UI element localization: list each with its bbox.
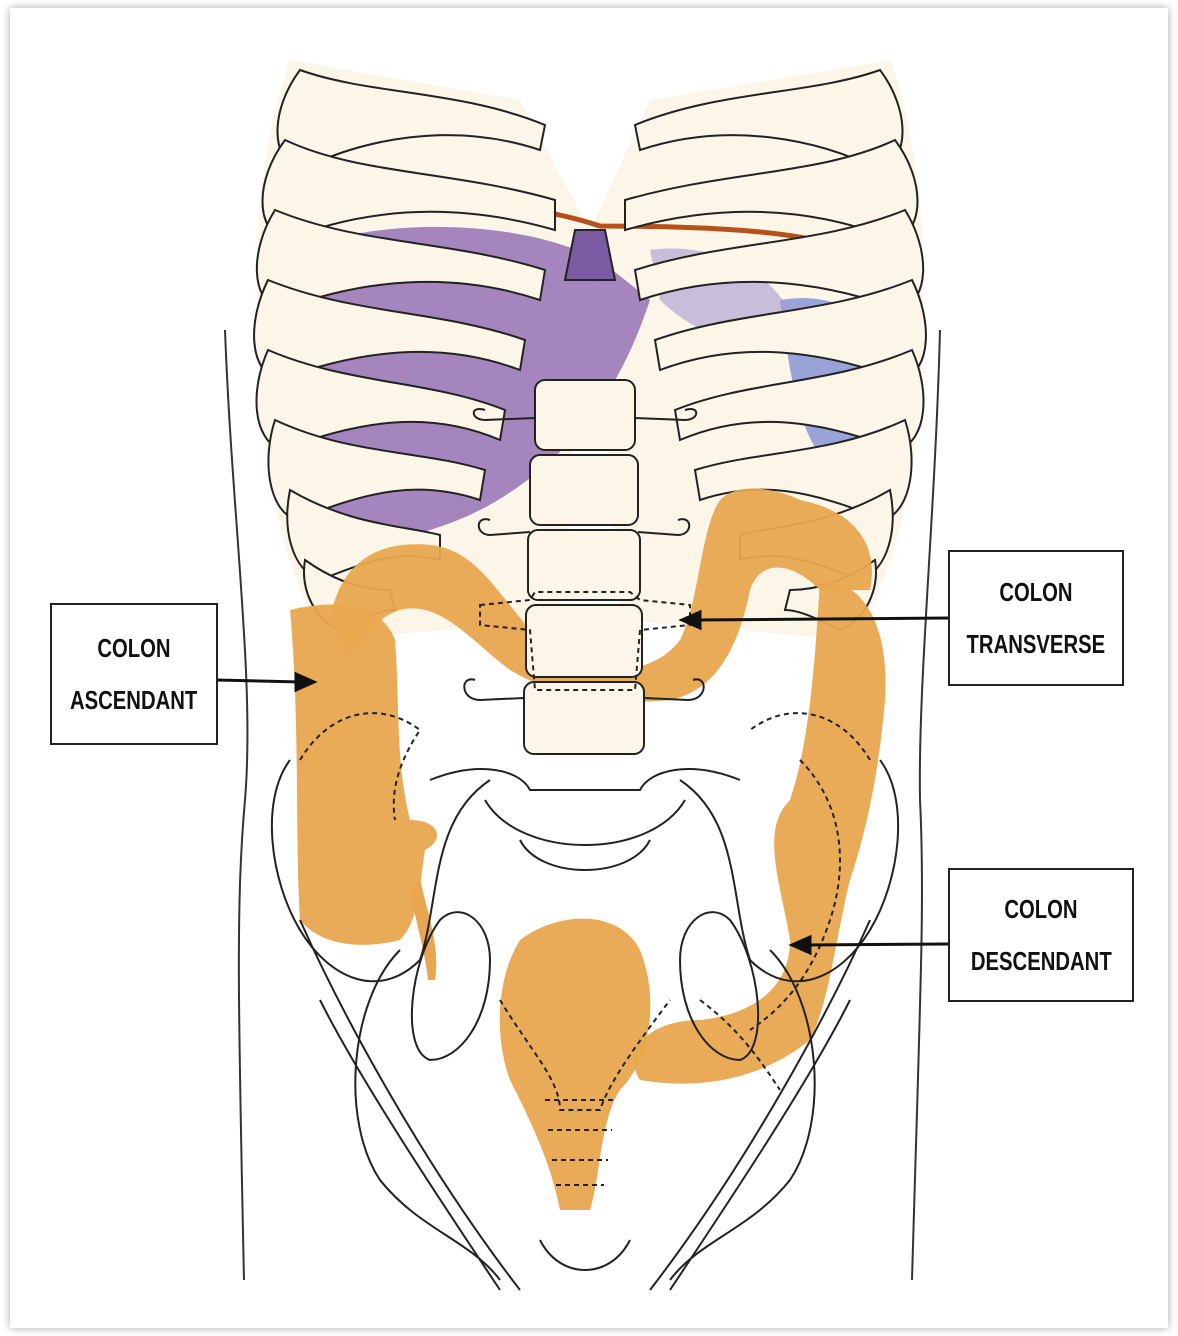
label-colon-descendant: COLON DESCENDANT xyxy=(948,868,1134,1002)
label-colon-ascendant: COLON ASCENDANT xyxy=(50,603,218,745)
label-transverse-line1: COLON xyxy=(999,566,1072,618)
label-ascendant-line2: ASCENDANT xyxy=(70,674,197,726)
arrow-ascendant-line xyxy=(216,680,300,682)
label-colon-transverse: COLON TRANSVERSE xyxy=(948,550,1124,686)
label-descendant-line1: COLON xyxy=(1004,883,1077,935)
rectum-shape xyxy=(500,919,651,1210)
body-outline-right xyxy=(912,330,940,1280)
arrow-descendant-line xyxy=(806,944,948,945)
label-descendant-line2: DESCENDANT xyxy=(971,935,1112,987)
arrow-transverse-line xyxy=(696,618,948,620)
label-ascendant-line1: COLON xyxy=(97,622,170,674)
sternum xyxy=(565,230,615,280)
body-outline-left xyxy=(225,330,247,1280)
label-transverse-line2: TRANSVERSE xyxy=(967,618,1106,670)
